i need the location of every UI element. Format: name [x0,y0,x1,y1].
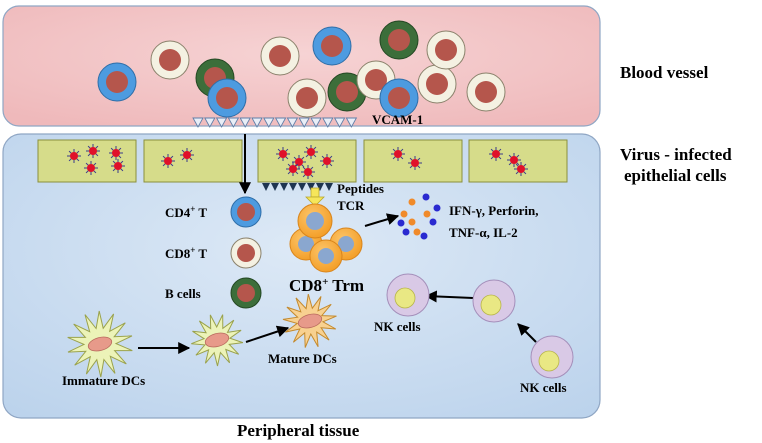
cytokines-line2: TNF-α, IL-2 [449,225,518,240]
peptides-label: Peptides [337,181,384,196]
cd4-t-cell [207,78,247,118]
peptide-triangle [307,183,315,191]
peptide-triangle [289,183,297,191]
vcam-1-triangle [286,117,299,128]
cd8-t-cell [466,72,506,112]
epithelial-label-line1: Virus - infected [620,145,732,164]
b-cell-icon [230,277,262,309]
virus-particle [109,146,123,160]
b-cells-label: B cells [165,286,201,301]
nk-cell-lower [530,335,574,379]
nk-cells-lower-label: NK cells [520,380,567,395]
nk-cells-upper-label: NK cells [374,319,421,334]
intermediate-dc [191,314,244,367]
virus-particle [408,156,422,170]
cd4-t-label: CD4+ T [165,204,207,220]
immature-dc [67,310,133,378]
epithelial-cell [143,139,243,183]
nk-cell-middle [472,279,516,323]
vcam-1-molecules [192,117,358,128]
vcam-1-triangle [239,117,251,128]
cd8-t-cell [260,36,300,76]
epithelial-label-line2: epithelial cells [624,166,727,185]
vcam-1-triangle [333,117,346,128]
peptide-triangle [325,183,333,191]
dendritic-cells [67,293,337,378]
cd4-t-cell-icon [230,196,262,228]
vcam-1-triangle [251,117,263,128]
vcam-1-triangle [204,117,216,128]
cd8-t-cell-icon [230,237,262,269]
virus-particle [301,165,315,179]
nk-migration-arrow-2 [517,323,537,343]
blood-vessel-label: Blood vessel [620,63,709,82]
b-cell [379,20,419,60]
virus-particle [304,145,318,159]
vcam-1-label: VCAM-1 [372,112,423,127]
mature-dc [282,293,337,348]
virus-particle [161,154,175,168]
vcam-1-triangle [192,117,204,128]
vcam-1-triangle [298,117,310,128]
cytokine-molecules [397,193,441,240]
cd8-t-cell [417,64,457,104]
peptide-triangle [280,183,288,191]
virus-particle [286,162,300,176]
virus-particles [67,144,528,179]
nk-migration-arrow-1 [424,290,474,303]
cd4-t-cell [97,62,137,102]
peptide-mhc-molecules [262,183,333,191]
epithelial-cell [468,139,568,183]
cd8-t-cell [426,30,466,70]
peptide-triangle [316,183,324,191]
virus-particle [276,147,290,161]
vcam-1-triangle [274,117,287,128]
vcam-1-triangle [263,117,275,128]
vcam-1-triangle [215,117,228,128]
mature-dcs-label: Mature DCs [268,351,337,366]
virus-particle [86,144,100,158]
cd8-t-label: CD8+ T [165,245,207,261]
cd4-t-cell [379,78,419,118]
b-cell [327,72,367,112]
vcam-1-triangle [322,117,334,128]
cd4-t-cell [312,26,352,66]
virus-particle [507,153,521,167]
circulating-lymphocytes [97,20,506,118]
cd8-trm-cluster [289,203,363,273]
virus-particle [67,149,81,163]
virus-particle [489,147,503,161]
peripheral-tissue-label: Peripheral tissue [237,421,360,440]
nk-cell-upper [386,273,430,317]
virus-particle [111,159,125,173]
peptide-triangle [298,183,306,191]
vcam-1-triangle [227,117,240,128]
virus-particle [180,148,194,162]
vcam-1-triangle [310,117,322,128]
cd8-t-cell [150,40,190,80]
epithelial-cell [37,139,137,183]
virus-particle [514,162,528,176]
dc-maturation-arrow-2 [245,325,290,343]
tcr-label: TCR [337,198,365,213]
cd8-t-cell [287,78,327,118]
virus-particle [391,147,405,161]
cytokines-line1: IFN-γ, Perforin, [449,203,538,218]
peptide-triangle [271,183,279,191]
vcam-1-triangle [345,117,358,128]
tcr-receptor-icon [305,187,325,207]
cd8-trm-label: CD8+ Trm [289,276,364,295]
virus-particle [320,154,334,168]
virus-particle [84,161,98,175]
immature-dcs-label: Immature DCs [62,373,145,388]
cytokine-release-arrow [364,213,400,227]
peptide-triangle [262,183,270,191]
